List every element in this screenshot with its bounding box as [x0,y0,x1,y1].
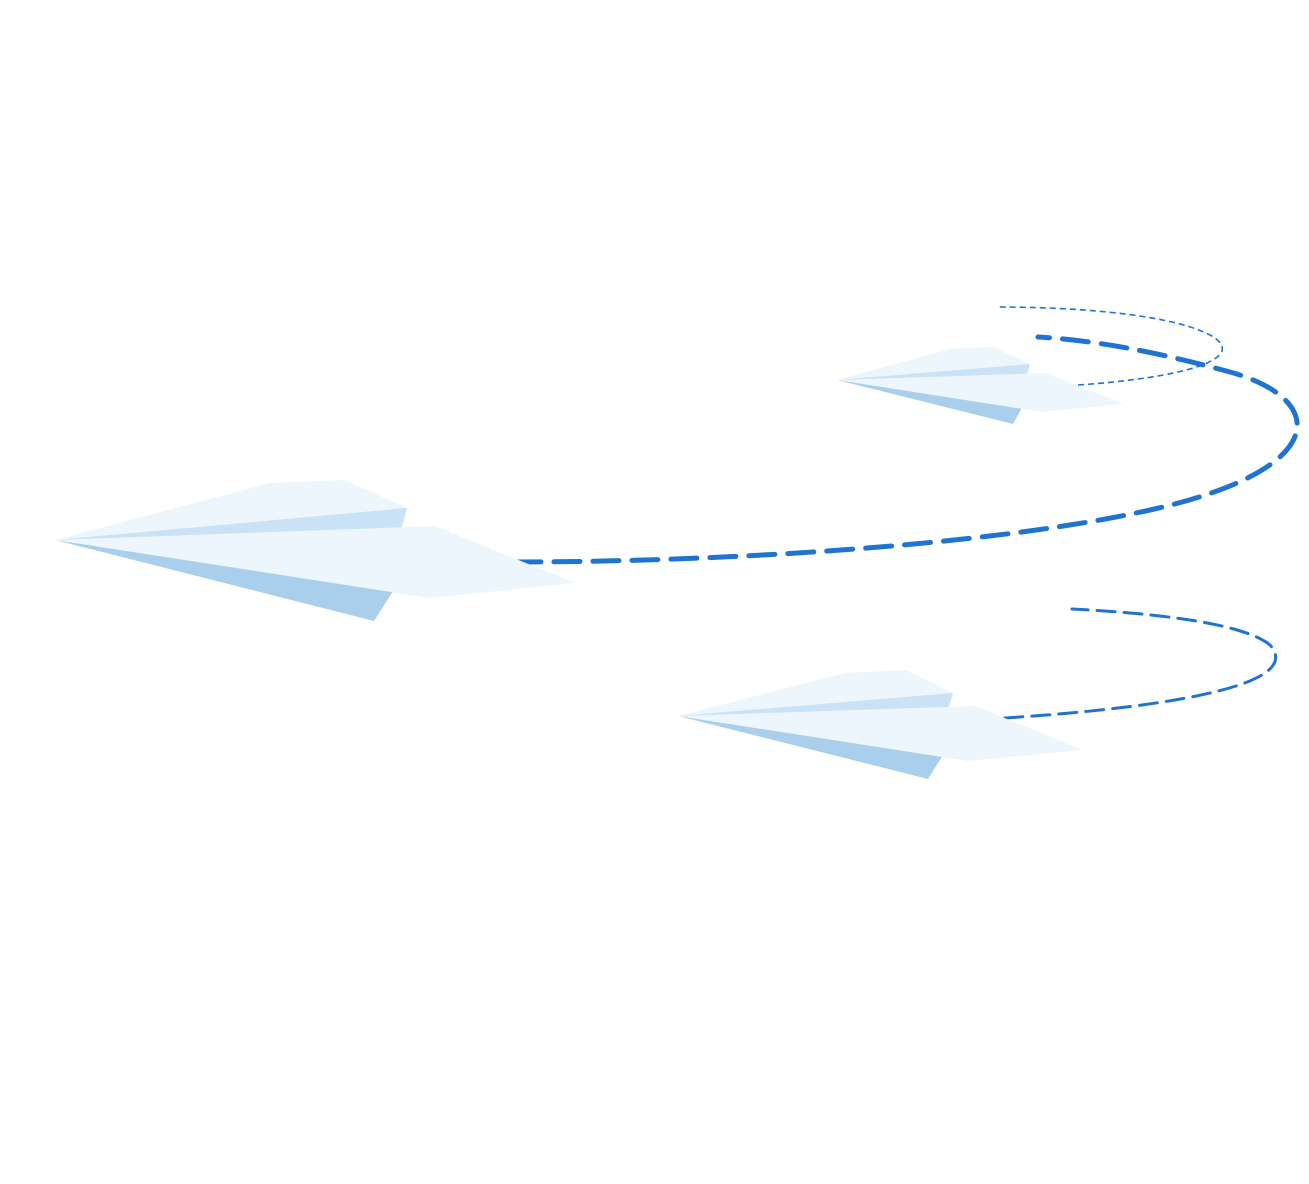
plane-bottom-body [678,706,1083,761]
trail-bottom-plane [1003,607,1278,720]
paper-plane-top [837,347,1123,424]
trail-large-plane [512,334,1300,565]
plane-top-body [837,373,1123,412]
paper-plane-large [55,480,575,621]
paper-plane-bottom [678,670,1083,779]
trail-top-plane [996,306,1223,386]
plane-large-underside [55,540,395,621]
plane-top-underside [837,380,1024,424]
plane-top-fold [837,364,1030,380]
plane-bottom-underside [678,716,943,779]
trail-group [512,306,1300,720]
plane-large-body [55,526,575,598]
